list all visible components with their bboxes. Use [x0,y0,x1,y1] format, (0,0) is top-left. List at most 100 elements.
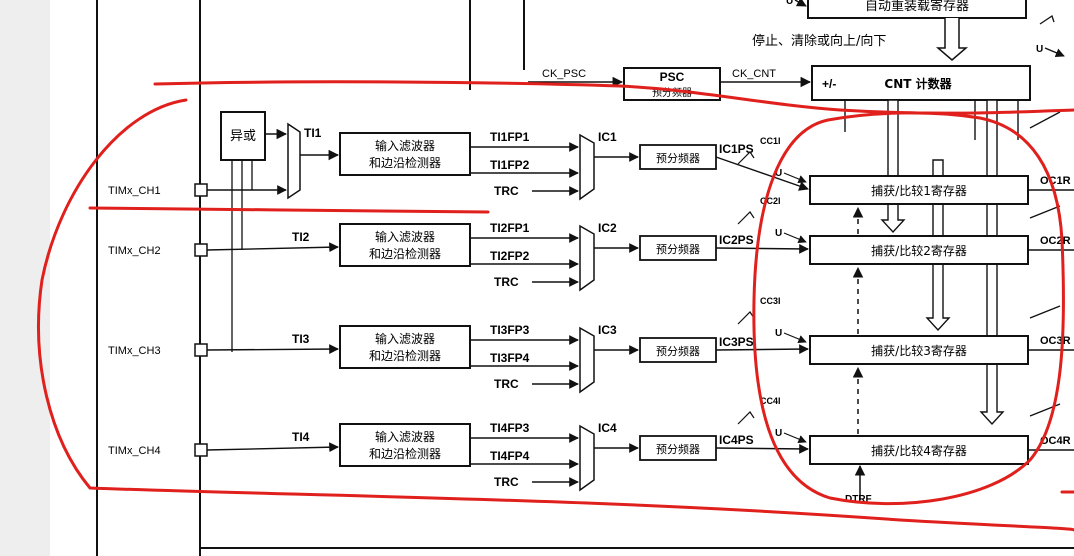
prescaler-box-ch3 [639,337,717,363]
auto-reload-register-label: 自动重装载寄存器 [865,0,969,14]
upper-right-u-label: U [1036,44,1043,55]
input-wire-ch2 [206,242,339,253]
red-line-top [153,80,1074,115]
input-filter-label2-ch4: 和边沿检测器 [369,446,441,461]
auto-reload-register-box [807,0,1027,19]
red-annotations [37,80,1074,532]
ic-label-ch3: IC3 [598,323,617,337]
fp-b-label-ch4: TI4FP4 [490,449,530,463]
cci-label-ch4: CC4I [760,396,781,406]
icps-label-ch4: IC4PS [719,433,754,447]
capture-compare-register-ch3 [809,335,1029,365]
ti1-label: TI1 [304,126,322,140]
u-arrow-ch4 [783,432,807,444]
ic-mux-ch3 [579,326,595,394]
icps-wire-ch1 [715,156,809,191]
xor-box [220,111,266,161]
input-wire-ch4 [206,442,339,453]
pin-label-ch1: TIMx_CH1 [108,185,161,197]
ck-psc-label: CK_PSC [542,68,586,80]
pin-label-ch3: TIMx_CH3 [108,345,161,357]
input-filter-label1-ch1: 输入滤波器 [375,138,435,153]
xor-label: 异或 [230,129,256,144]
capture-compare-register-label-ch2: 捕获/比较2寄存器 [871,243,967,258]
u-label-ch1: U [775,168,782,179]
input-filter-label1-ch3: 输入滤波器 [375,331,435,346]
input-filter-label1-ch4: 输入滤波器 [375,429,435,444]
capture-compare-register-ch1 [809,175,1029,205]
capture-compare-register-label-ch4: 捕获/比较4寄存器 [871,443,967,458]
oc-label-ch4: OC4R [1040,435,1071,447]
ti-label-ch2: TI2 [292,230,310,244]
input-filter-label2-ch2: 和边沿检测器 [369,246,441,261]
red-loop-left [37,98,1074,532]
oc-label-ch2: OC2R [1040,235,1071,247]
fp-b-label-ch1: TI1FP2 [490,158,530,172]
cci-arrow-ch1 [737,151,755,165]
red-line-ch1 [88,206,490,214]
cci-label-ch2: CC2I [760,196,781,206]
pin-square-ch1[interactable] [194,183,208,197]
cci-arrow-ch2 [737,211,755,225]
capture-compare-register-label-ch1: 捕获/比较1寄存器 [871,183,967,198]
pin-label-ch2: TIMx_CH2 [108,245,161,257]
input-filter-box-ch3 [339,325,471,369]
icps-wire-ch2 [715,244,809,254]
icps-label-ch1: IC1PS [719,142,754,156]
trc-label-ch4: TRC [494,475,519,489]
psc-label: PSC [660,70,685,84]
prescaler-label-ch2: 预分频器 [656,242,700,256]
upper-right-u-arrow [1039,14,1055,25]
pin-square-ch2[interactable] [194,243,208,257]
u-label-ch3: U [775,328,782,339]
ic-mux-ch1 [579,133,595,201]
top-u-label: U [786,0,793,7]
capture-compare-register-label-ch3: 捕获/比较3寄存器 [871,343,967,358]
capture-channels: TIMx_CH1输入滤波器和边沿检测器TI1FP1TI1FP2TRCIC1预分频… [108,130,1074,492]
input-filter-label2-ch3: 和边沿检测器 [369,348,441,363]
u-arrow-ch2 [783,232,807,244]
ic-label-ch2: IC2 [598,221,617,235]
input-filter-label1-ch2: 输入滤波器 [375,229,435,244]
ic-mux-ch4 [579,424,595,492]
ti-label-ch3: TI3 [292,332,310,346]
fp-b-label-ch2: TI2FP2 [490,249,530,263]
icps-wire-ch3 [715,344,809,354]
u-arrow-ch1 [783,172,807,184]
oc-label-ch3: OC3R [1040,335,1071,347]
cci-arrow-ch3 [737,311,755,325]
cnt-sign: +/- [822,77,836,91]
pin-square-ch4[interactable] [194,443,208,457]
pin-square-ch3[interactable] [194,343,208,357]
ck-cnt-label: CK_CNT [732,68,776,80]
icps-label-ch2: IC2PS [719,233,754,247]
reload-to-cnt-arrow [935,18,969,61]
fp-b-label-ch3: TI3FP4 [490,351,530,365]
trc-label-ch2: TRC [494,275,519,289]
u-label-ch2: U [775,228,782,239]
ic-mux-ch2 [579,224,595,292]
bottom-label: DTRF [845,494,872,505]
upper-right-u-line [1044,47,1065,58]
right-edge-lines [1029,111,1061,417]
trc-label-ch1: TRC [494,184,519,198]
cci-label-ch3: CC3I [760,296,781,306]
pin-label-ch4: TIMx_CH4 [108,445,161,457]
trc-label-ch3: TRC [494,377,519,391]
red-ellipse-registers [752,111,1065,506]
u-label-ch4: U [775,428,782,439]
input-filter-box-ch2 [339,223,471,267]
prescaler-label-ch3: 预分频器 [656,344,700,358]
control-text: 停止、清除或向上/向下 [752,33,886,49]
cci-label-ch1: CC1I [760,136,781,146]
ic-label-ch4: IC4 [598,421,617,435]
capture-compare-register-ch2 [809,235,1029,265]
top-u-arrow [794,0,807,7]
prescaler-label-ch4: 预分频器 [656,442,700,456]
input-filter-label2-ch1: 和边沿检测器 [369,155,441,170]
ti-label-ch4: TI4 [292,430,310,444]
fp-a-label-ch4: TI4FP3 [490,421,530,435]
fp-a-label-ch3: TI3FP3 [490,323,530,337]
fp-a-label-ch2: TI2FP1 [490,221,530,235]
